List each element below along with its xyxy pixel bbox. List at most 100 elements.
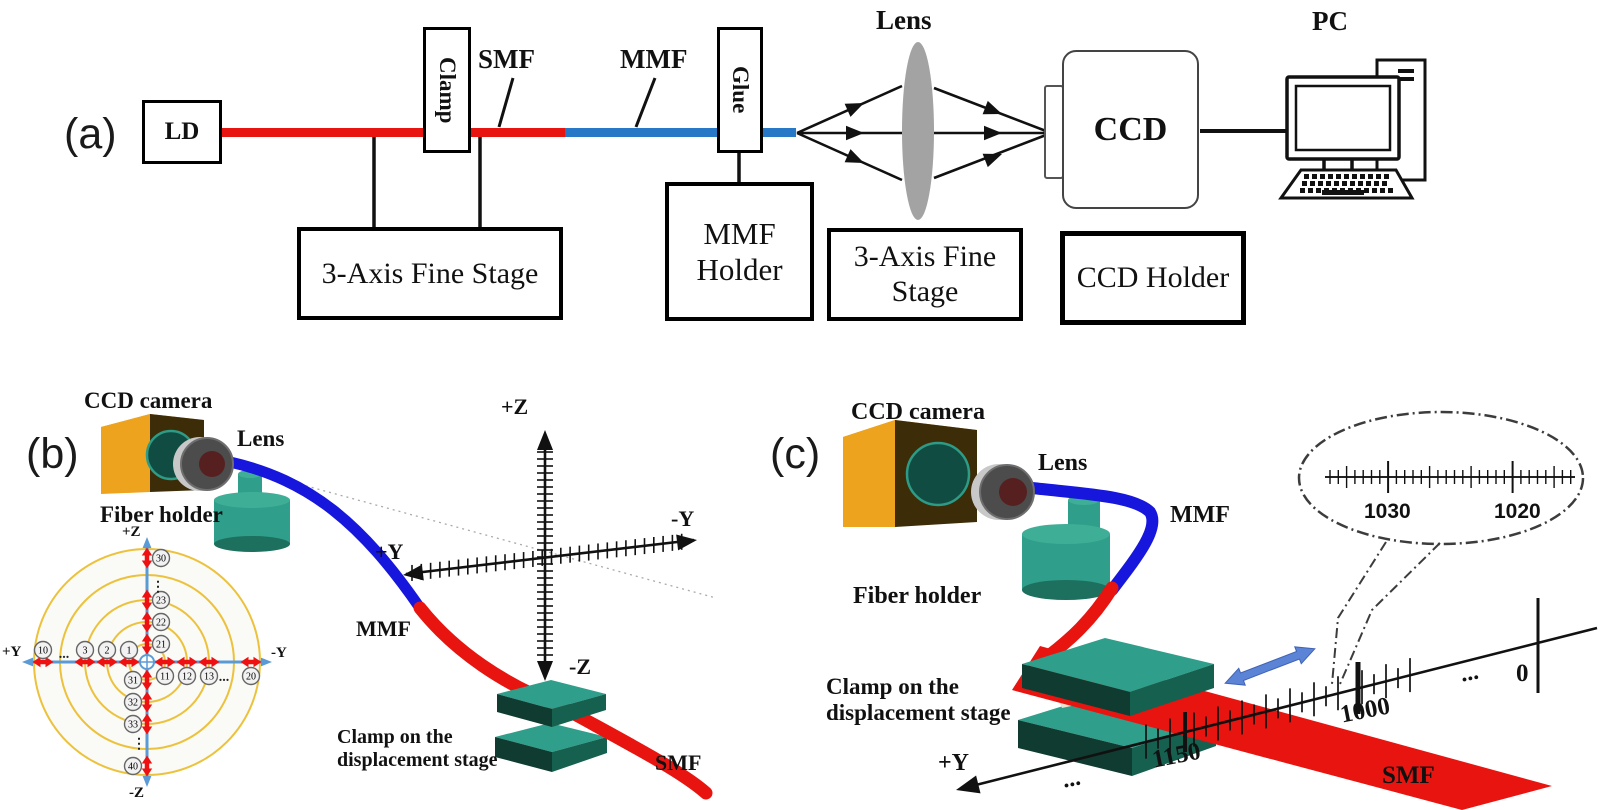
axis-arrowhead-icon <box>22 657 33 667</box>
clamp-label-b: Clamp on the displacement stage <box>337 726 498 772</box>
step-number: 2 <box>105 646 110 657</box>
step-number: 3 <box>83 646 88 657</box>
clamp-b-top <box>497 680 606 727</box>
pc-icon <box>1278 58 1427 200</box>
step-number: 11 <box>160 672 170 683</box>
step-number: 13 <box>204 672 214 683</box>
clamp-box: Clamp <box>423 27 471 153</box>
move-direction-arrow-icon <box>1224 646 1316 686</box>
clamp-label-c: Clamp on the displacement stage <box>826 674 1011 727</box>
lens-b <box>173 437 234 491</box>
target-axis-label: +Z <box>122 524 141 540</box>
axis-arrowhead-icon <box>537 430 553 450</box>
mmf-label-a: MMF <box>620 44 688 74</box>
yz-axes-cross <box>402 430 698 681</box>
displacement-scale <box>953 598 1598 799</box>
panel-b-label: (b) <box>26 430 79 478</box>
ccd-holder-box: CCD Holder <box>1060 231 1246 325</box>
connector-lines <box>372 137 741 227</box>
ccd-label: CCD <box>1093 110 1168 148</box>
ld-box: LD <box>142 100 222 164</box>
panel-a-art <box>222 42 1427 227</box>
ray-arrowhead-icon <box>982 100 1005 121</box>
ccd-camera-label-c: CCD camera <box>851 399 985 425</box>
ray-arrowhead-icon <box>846 125 864 141</box>
target-axis-label: -Y <box>271 645 287 661</box>
pc-label: PC <box>1312 6 1348 36</box>
lens-label-c: Lens <box>1038 450 1088 476</box>
clamp-label-b-2: displacement stage <box>337 749 498 771</box>
axis-plus-y-label: +Y <box>375 539 404 564</box>
smf-label-a: SMF <box>478 44 535 74</box>
fiber-holder-b <box>214 470 290 552</box>
scale-0-label: 0 <box>1516 660 1529 687</box>
stage2-label-2: Stage <box>891 274 959 308</box>
target-step-numbers: 10 3 2 1 11 12 13 20 21 <box>33 548 261 776</box>
axis-arrowhead-icon <box>953 775 981 799</box>
step-number: 32 <box>128 698 138 709</box>
ccd-box: CCD <box>1062 50 1199 209</box>
num-group: 10 3 2 1 11 12 13 20 21 <box>33 548 261 776</box>
step-number: 33 <box>128 720 138 731</box>
mmf-holder-label-2: Holder <box>696 251 783 287</box>
axis-plus-y-label-c: +Y <box>938 750 970 776</box>
clamp-c-top <box>1022 638 1214 716</box>
lens-c <box>971 464 1035 520</box>
axis-arrowhead-icon <box>676 532 698 551</box>
ccd-holder-label: CCD Holder <box>1076 261 1230 294</box>
panel-c-art <box>843 410 1598 810</box>
step-number: 10 <box>38 646 48 657</box>
clamp-label-c-1: Clamp on the <box>826 674 959 699</box>
step-number: 1 <box>127 646 132 657</box>
mmf-holder-label-1: MMF <box>703 215 776 251</box>
ray-arrowhead-icon <box>982 147 1005 168</box>
ray-arrowhead-icon <box>844 149 867 170</box>
lens-ellipse-a <box>902 42 934 220</box>
target-axis-label: -Z <box>129 785 144 801</box>
axis-plus-z-label: +Z <box>501 394 529 419</box>
panel-c-label: (c) <box>770 430 821 478</box>
callout-1030-label: 1030 <box>1364 500 1411 523</box>
stage1-box: 3-Axis Fine Stage <box>297 227 563 320</box>
scale-callout <box>1297 410 1585 685</box>
camera-aperture-icon <box>905 441 971 507</box>
glue-label: Glue <box>728 66 753 114</box>
axis-minus-y-label: -Y <box>671 506 695 531</box>
clamp-label: Clamp <box>435 56 460 124</box>
step-number: 23 <box>156 596 166 607</box>
mmf-fiber-a <box>565 128 796 137</box>
ellipsis: ⋮ <box>151 580 165 595</box>
mmf-fiber-b <box>224 456 426 614</box>
clamp-b-bottom <box>495 723 607 772</box>
step-number: 31 <box>128 676 138 687</box>
step-number: 21 <box>156 640 166 651</box>
mmf-holder-box: MMF Holder <box>665 182 814 321</box>
step-number: 40 <box>128 762 138 773</box>
dotted-sight-line <box>247 469 717 599</box>
ccd-camera-label-b: CCD camera <box>84 388 213 413</box>
mmf-fiber-c <box>1026 482 1159 596</box>
smf-label-c: SMF <box>1382 762 1435 789</box>
panel-b-art: 10 3 2 1 11 12 13 20 21 <box>2 414 717 801</box>
step-number: 12 <box>182 672 192 683</box>
stage2-label-1: 3-Axis Fine <box>853 240 997 273</box>
ld-label: LD <box>164 118 200 145</box>
mmf-label-b: MMF <box>356 616 411 641</box>
smf-fiber-a <box>222 128 565 137</box>
lens-label-a: Lens <box>876 5 932 35</box>
ccd-mount-plate <box>1044 85 1064 179</box>
clamp-label-b-1: Clamp on the <box>337 726 453 748</box>
step-number: 20 <box>246 672 256 683</box>
callout-1020-label: 1020 <box>1494 500 1541 523</box>
fiber-holder-label-b: Fiber holder <box>100 502 223 527</box>
ellipsis: ⋮ <box>132 737 146 752</box>
ellipsis: ... <box>219 670 230 685</box>
step-number: 22 <box>156 618 166 629</box>
smf-label-b: SMF <box>655 750 702 775</box>
ellipsis: ... <box>59 647 70 662</box>
target-axis-label: +Y <box>2 644 22 660</box>
axis-arrowhead-icon <box>537 661 553 681</box>
axis-minus-z-label: -Z <box>569 654 591 679</box>
